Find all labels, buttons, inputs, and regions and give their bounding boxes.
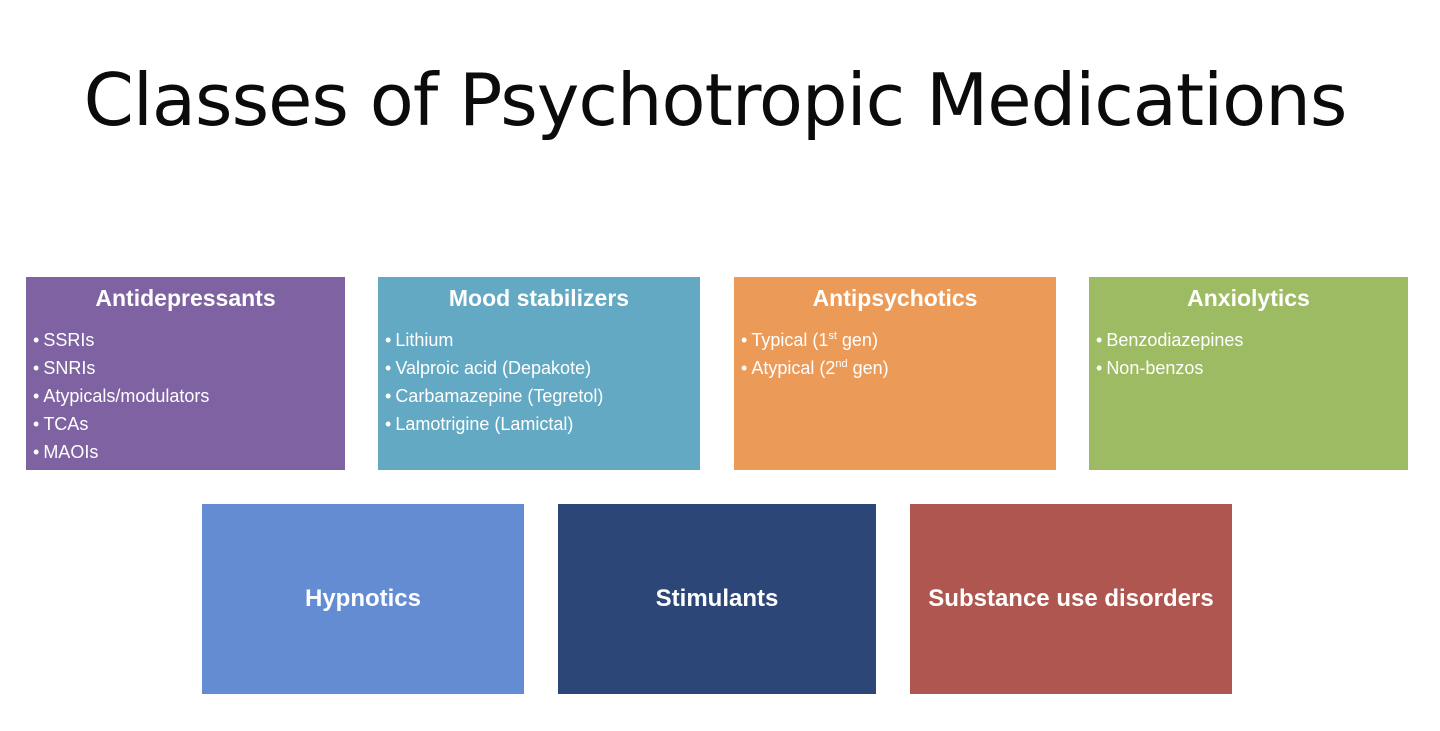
- antipsychotics-heading: Antipsychotics: [812, 285, 978, 311]
- list-item: Atypical (2nd gen): [741, 354, 1056, 382]
- list-item: MAOIs: [33, 438, 345, 466]
- antipsychotics-list: Typical (1st gen) Atypical (2nd gen): [734, 326, 1056, 382]
- list-item: TCAs: [33, 410, 345, 438]
- stimulants-box: Stimulants: [558, 504, 876, 694]
- list-item: Atypicals/modulators: [33, 382, 345, 410]
- list-item: Lithium: [385, 326, 700, 354]
- antipsychotics-box: Antipsychotics Typical (1st gen) Atypica…: [734, 277, 1056, 470]
- hypnotics-box: Hypnotics: [202, 504, 524, 694]
- hypnotics-label: Hypnotics: [304, 585, 421, 612]
- antidepressants-box: Antidepressants SSRIs SNRIs Atypicals/mo…: [26, 277, 345, 470]
- list-item: Carbamazepine (Tegretol): [385, 382, 700, 410]
- mood-stabilizers-heading: Mood stabilizers: [448, 285, 630, 311]
- list-item: Valproic acid (Depakote): [385, 354, 700, 382]
- slide-title: Classes of Psychotropic Medications: [83, 58, 1348, 142]
- anxiolytics-box: Anxiolytics Benzodiazepines Non-benzos: [1089, 277, 1408, 470]
- mood-stabilizers-list: Lithium Valproic acid (Depakote) Carbama…: [378, 326, 700, 438]
- substance-use-label: Substance use disorders: [928, 585, 1214, 612]
- stimulants-label: Stimulants: [655, 585, 779, 612]
- list-item: Benzodiazepines: [1096, 326, 1408, 354]
- list-item: SNRIs: [33, 354, 345, 382]
- antidepressants-heading: Antidepressants: [95, 285, 276, 311]
- list-item: SSRIs: [33, 326, 345, 354]
- anxiolytics-heading: Anxiolytics: [1187, 285, 1310, 311]
- mood-stabilizers-box: Mood stabilizers Lithium Valproic acid (…: [378, 277, 700, 470]
- list-item: Non-benzos: [1096, 354, 1408, 382]
- list-item: Lamotrigine (Lamictal): [385, 410, 700, 438]
- antidepressants-list: SSRIs SNRIs Atypicals/modulators TCAs MA…: [26, 326, 345, 466]
- anxiolytics-list: Benzodiazepines Non-benzos: [1089, 326, 1408, 382]
- list-item: Typical (1st gen): [741, 326, 1056, 354]
- substance-use-box: Substance use disorders: [910, 504, 1232, 694]
